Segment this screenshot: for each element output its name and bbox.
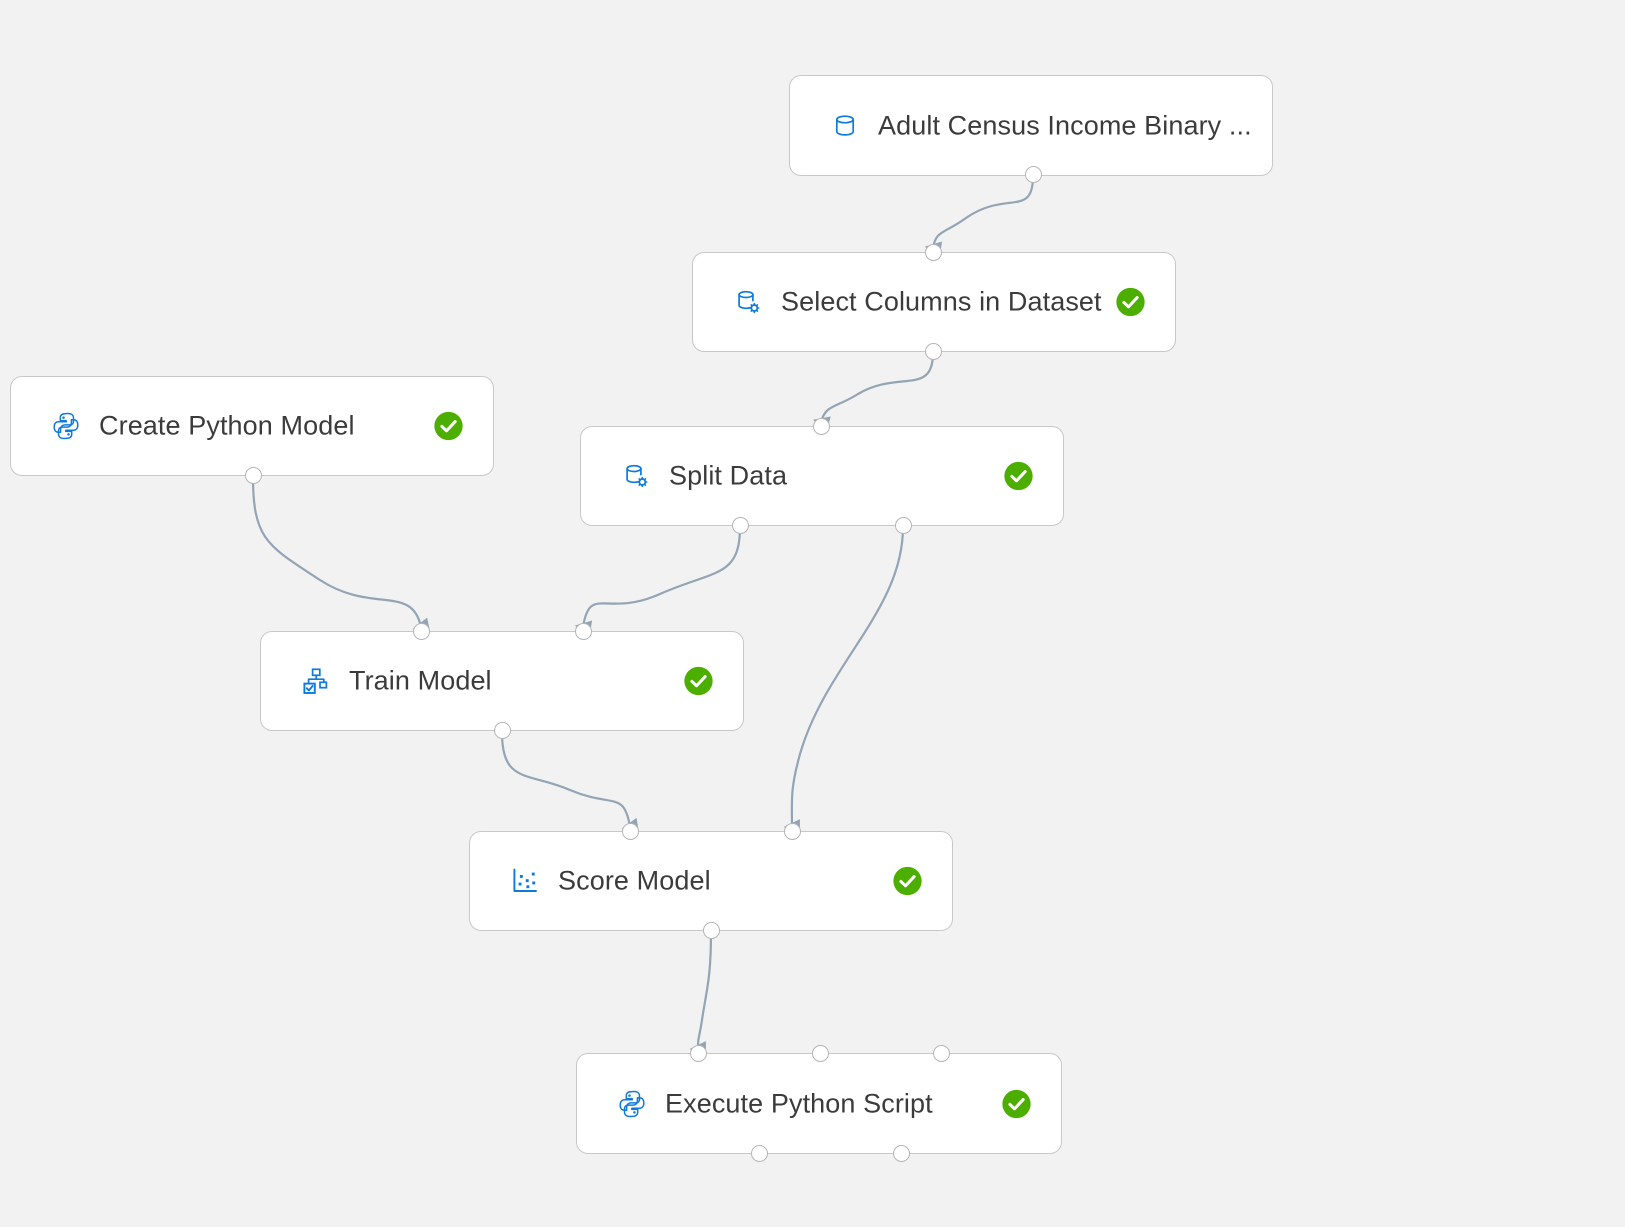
edge-split-data-to-train-model	[574, 525, 742, 637]
node-label: Adult Census Income Binary ...	[878, 110, 1252, 140]
port-input-dataset1-input[interactable]	[689, 1044, 707, 1062]
edge-train-model-to-score-model	[500, 730, 640, 834]
train-model-icon	[299, 664, 333, 698]
port-input-script-bundle-input[interactable]	[932, 1044, 950, 1062]
port-output-results-dataset2-output[interactable]	[894, 516, 912, 534]
edge-select-columns-to-split-data	[812, 351, 935, 432]
port-input-untrained-model-input[interactable]	[412, 622, 430, 640]
database-gear-icon	[731, 285, 765, 319]
python-icon	[615, 1087, 649, 1121]
node-label: Split Data	[669, 460, 788, 491]
status-completed-icon	[892, 866, 923, 897]
status-completed-icon	[1115, 287, 1146, 318]
port-output-scored-dataset-output[interactable]	[702, 921, 720, 939]
port-output-untrained-model-output[interactable]	[244, 466, 262, 484]
port-output-results-dataset1-output[interactable]	[731, 516, 749, 534]
database-icon	[828, 109, 862, 143]
port-output-device-output[interactable]	[892, 1144, 910, 1162]
node-select-columns-in-dataset[interactable]: Select Columns in Dataset	[692, 252, 1176, 352]
node-label: Execute Python Script	[665, 1088, 933, 1118]
node-label: Create Python Model	[99, 410, 355, 441]
node-label: Score Model	[558, 865, 711, 896]
status-completed-icon	[683, 666, 714, 697]
port-input-dataset-input[interactable]	[812, 417, 830, 435]
node-create-python-model[interactable]: Create Python Model	[10, 376, 494, 476]
edge-split-data-to-score-model	[783, 525, 905, 835]
port-output-results-dataset-output[interactable]	[924, 342, 942, 360]
status-completed-icon	[433, 411, 464, 442]
edge-adult-census-to-select-columns	[924, 174, 1035, 258]
node-label: Select Columns in Dataset	[781, 286, 1102, 317]
node-score-model[interactable]: Score Model	[469, 831, 953, 931]
status-completed-icon	[1003, 461, 1034, 492]
node-execute-python-script[interactable]: Execute Python Script	[576, 1053, 1062, 1154]
node-train-model[interactable]: Train Model	[260, 631, 744, 731]
port-input-dataset2-input[interactable]	[811, 1044, 829, 1062]
edge-score-model-to-execute-python-script	[689, 930, 713, 1057]
port-input-dataset-input[interactable]	[924, 243, 942, 261]
port-input-dataset-input[interactable]	[574, 622, 592, 640]
python-icon	[49, 409, 83, 443]
port-input-trained-model-input[interactable]	[621, 822, 639, 840]
port-output-trained-model-output[interactable]	[493, 721, 511, 739]
scatter-chart-icon	[508, 864, 542, 898]
port-output-results-dataset-output[interactable]	[750, 1144, 768, 1162]
port-output-dataset-output[interactable]	[1024, 165, 1042, 183]
database-gear-icon	[619, 459, 653, 493]
port-input-dataset-input[interactable]	[783, 822, 801, 840]
node-split-data[interactable]: Split Data	[580, 426, 1064, 526]
status-completed-icon	[1001, 1088, 1032, 1119]
node-adult-census-income-binary[interactable]: Adult Census Income Binary ...	[789, 75, 1273, 176]
edge-create-python-model-to-train-model	[251, 475, 431, 634]
node-label: Train Model	[349, 665, 492, 696]
